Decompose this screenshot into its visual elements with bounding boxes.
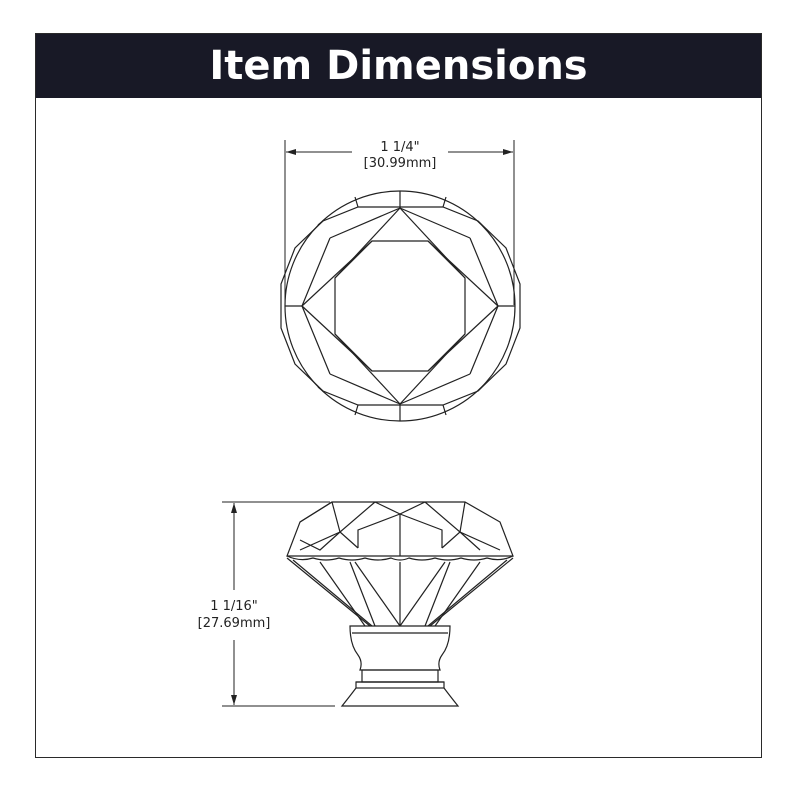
width-label-imperial: 1 1/4" (380, 140, 419, 155)
width-label-metric: [30.99mm] (364, 156, 437, 171)
width-dimension (284, 140, 515, 305)
height-label-imperial: 1 1/16" (210, 599, 258, 614)
height-label-metric: [27.69mm] (198, 616, 271, 631)
side-view-drawing (286, 501, 514, 707)
top-view-drawing (280, 190, 521, 422)
header-banner: Item Dimensions (36, 34, 761, 98)
height-dimension (222, 501, 335, 707)
page-title: Item Dimensions (209, 43, 588, 89)
diagram-frame: Item Dimensions (35, 33, 762, 758)
